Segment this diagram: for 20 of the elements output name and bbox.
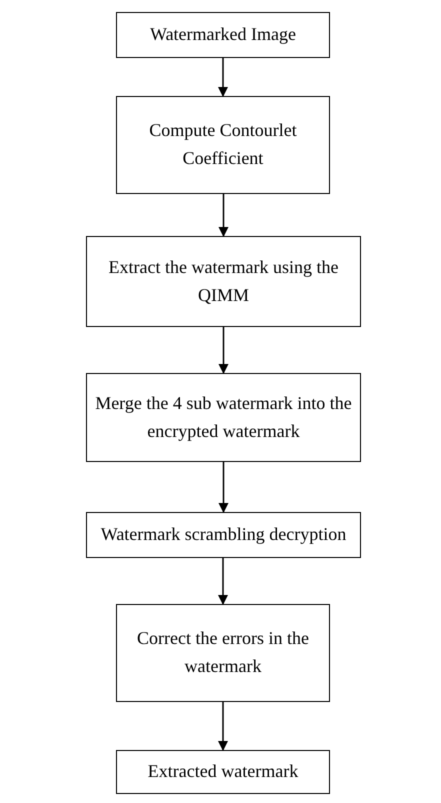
process-box bbox=[86, 512, 361, 558]
step-text: Merge the 4 sub watermark into the encrypted watermark bbox=[95, 392, 352, 443]
arrow bbox=[218, 702, 228, 751]
process-box bbox=[116, 12, 330, 58]
step-text: Extract the watermark using the QIMM bbox=[108, 256, 340, 306]
process-box bbox=[116, 750, 330, 794]
arrow bbox=[218, 327, 228, 374]
arrow bbox=[218, 58, 228, 97]
step-text: Correct the errors in the watermark bbox=[136, 627, 310, 678]
process-box bbox=[86, 373, 361, 462]
arrow bbox=[218, 462, 228, 513]
arrow bbox=[218, 194, 228, 237]
step-text: Watermark scrambling decryption bbox=[100, 523, 346, 546]
step-text: Extracted watermark bbox=[148, 760, 298, 784]
arrow bbox=[218, 558, 228, 605]
step-text: Watermarked Image bbox=[150, 23, 296, 46]
process-box bbox=[116, 96, 330, 194]
process-box bbox=[116, 604, 330, 702]
step-text: Compute Contourlet Coefficient bbox=[148, 119, 298, 170]
process-box bbox=[86, 236, 361, 327]
